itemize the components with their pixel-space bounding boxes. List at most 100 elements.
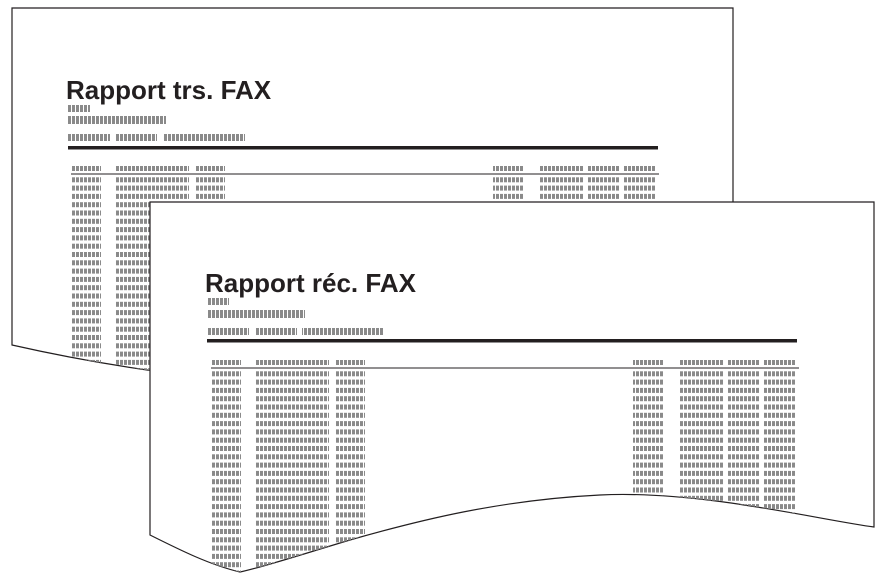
table-cell-placeholder <box>764 360 796 365</box>
fax-reception-report-page: Rapport réc. FAX <box>149 201 875 573</box>
table-cell-placeholder <box>727 379 759 385</box>
table-cell-placeholder <box>727 396 759 402</box>
table-cell-placeholder <box>764 462 796 468</box>
table-cell-placeholder <box>335 553 365 559</box>
table-cell-placeholder <box>727 446 759 451</box>
table-cell-placeholder <box>255 562 329 568</box>
table-row <box>211 404 796 410</box>
header-rule <box>207 339 797 343</box>
table-cell-placeholder <box>71 235 101 241</box>
table-cell-placeholder <box>679 446 723 451</box>
table-cell-placeholder <box>195 185 225 191</box>
table-cell-placeholder <box>624 185 656 191</box>
table-cell-placeholder <box>335 562 365 568</box>
table-cell-placeholder <box>727 429 759 435</box>
table-header-row <box>71 166 656 171</box>
table-cell-placeholder <box>255 371 329 377</box>
table-cell-placeholder <box>727 421 759 427</box>
table-cell-placeholder <box>71 326 101 332</box>
table-cell-placeholder <box>195 177 225 183</box>
table-cell-placeholder <box>624 166 656 171</box>
table-cell-placeholder <box>633 454 663 460</box>
table-cell-placeholder <box>255 487 329 493</box>
table-cell-placeholder <box>211 404 241 410</box>
table-cell-placeholder <box>764 404 796 410</box>
table-cell-placeholder <box>764 495 796 501</box>
table-cell-placeholder <box>587 166 619 171</box>
table-cell-placeholder <box>71 335 101 340</box>
table-cell-placeholder <box>211 537 241 543</box>
table-cell-placeholder <box>679 371 723 377</box>
table-cell-placeholder <box>211 360 241 365</box>
report-title: Rapport réc. FAX <box>205 268 417 298</box>
table-cell-placeholder <box>679 570 723 572</box>
table-cell-placeholder <box>539 166 583 171</box>
table-cell-placeholder <box>624 177 656 183</box>
table-cell-placeholder <box>71 293 101 299</box>
table-row <box>211 412 796 418</box>
table-cell-placeholder <box>211 520 241 526</box>
table-cell-placeholder <box>764 470 796 476</box>
table-cell-placeholder <box>633 462 663 468</box>
table-cell-placeholder <box>764 545 796 551</box>
table-cell-placeholder <box>633 470 663 476</box>
table-cell-placeholder <box>764 570 796 572</box>
table-cell-placeholder <box>255 462 329 468</box>
table-row <box>211 470 796 476</box>
table-cell-placeholder <box>255 520 329 526</box>
table-cell-placeholder <box>71 166 101 171</box>
table-cell-placeholder <box>71 310 101 316</box>
table-cell-placeholder <box>211 495 241 501</box>
table-cell-placeholder <box>115 166 189 171</box>
table-cell-placeholder <box>211 512 241 518</box>
table-cell-placeholder <box>255 479 329 485</box>
table-cell-placeholder <box>335 379 365 385</box>
table-cell-placeholder <box>335 387 365 393</box>
table-cell-placeholder <box>211 529 241 534</box>
table-cell-placeholder <box>335 537 365 543</box>
table-cell-placeholder <box>764 479 796 485</box>
table-cell-placeholder <box>211 412 241 418</box>
table-cell-placeholder <box>679 529 723 534</box>
table-cell-placeholder <box>587 185 619 191</box>
table-cell-placeholder <box>679 553 723 559</box>
table-cell-placeholder <box>255 404 329 410</box>
table-cell-placeholder <box>764 562 796 568</box>
table-cell-placeholder <box>211 429 241 435</box>
table-cell-placeholder <box>335 479 365 485</box>
table-cell-placeholder <box>335 454 365 460</box>
table-row <box>211 396 796 402</box>
table-cell-placeholder <box>764 371 796 377</box>
table-cell-placeholder <box>633 379 663 385</box>
table-cell-placeholder <box>211 379 241 385</box>
table-cell-placeholder <box>764 529 796 534</box>
table-row <box>211 479 796 485</box>
table-row <box>211 387 796 393</box>
table-cell-placeholder <box>764 504 796 510</box>
table-cell-placeholder <box>71 177 101 183</box>
table-cell-placeholder <box>255 437 329 443</box>
table-cell-placeholder <box>727 512 759 518</box>
table-cell-placeholder <box>727 529 759 534</box>
table-cell-placeholder <box>764 387 796 393</box>
table-cell-placeholder <box>71 227 101 233</box>
table-cell-placeholder <box>211 479 241 485</box>
table-cell-placeholder <box>539 177 583 183</box>
table-cell-placeholder <box>255 512 329 518</box>
table-cell-placeholder <box>633 570 663 572</box>
table-cell-placeholder <box>727 412 759 418</box>
table-cell-placeholder <box>764 454 796 460</box>
table-cell-placeholder <box>211 421 241 427</box>
table-row <box>211 437 796 443</box>
table-cell-placeholder <box>71 252 101 257</box>
table-row <box>211 570 796 572</box>
table-cell-placeholder <box>727 487 759 493</box>
table-row <box>211 379 796 385</box>
table-cell-placeholder <box>71 343 101 349</box>
table-cell-placeholder <box>255 537 329 543</box>
table-cell-placeholder <box>255 553 329 559</box>
table-cell-placeholder <box>679 562 723 568</box>
table-row <box>211 537 796 543</box>
table-row <box>211 429 796 435</box>
table-cell-placeholder <box>255 570 329 572</box>
